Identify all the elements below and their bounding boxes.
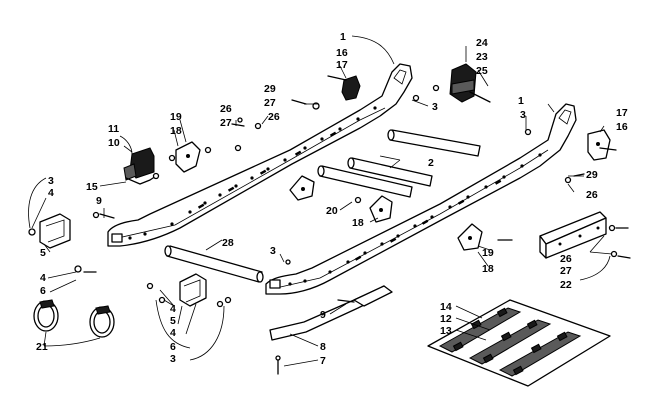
callout-20: 20 xyxy=(326,205,338,217)
hyfax-slider xyxy=(269,285,393,341)
callout-17-upper: 17 xyxy=(336,59,348,71)
callout-18-right: 18 xyxy=(482,263,494,275)
cross-shaft-long-rear xyxy=(387,129,481,157)
callout-18-left: 18 xyxy=(170,125,182,137)
callout-15: 15 xyxy=(86,181,98,193)
callout-9-b: 9 xyxy=(320,309,326,321)
callout-27-a: 27 xyxy=(264,97,276,109)
callout-16-right: 16 xyxy=(616,121,628,133)
callout-13: 13 xyxy=(440,325,452,337)
callout-11: 11 xyxy=(108,123,119,135)
bracket-center xyxy=(289,175,315,201)
right-slide-rail xyxy=(265,103,577,295)
rear-pivot-bracket xyxy=(587,129,617,161)
callout-8: 8 xyxy=(320,341,326,353)
callout-3-center: 3 xyxy=(270,245,276,257)
callout-14: 14 xyxy=(440,301,452,313)
front-pivot-bracket xyxy=(327,75,361,101)
callout-29-upper: 29 xyxy=(264,83,276,95)
hardware xyxy=(28,94,631,375)
hose-clamp-right xyxy=(89,305,115,338)
callout-4-b: 4 xyxy=(40,272,46,284)
callout-1-right: 1 xyxy=(518,95,524,107)
front-cross-shaft xyxy=(164,245,264,283)
bracket-upper-left xyxy=(175,141,201,173)
callout-6-a: 6 xyxy=(40,285,46,297)
callout-27-c: 27 xyxy=(560,265,572,277)
callout-21: 21 xyxy=(36,341,48,353)
bracket-right-center xyxy=(369,195,393,223)
callout-7: 7 xyxy=(320,355,326,367)
callout-24: 24 xyxy=(476,37,488,49)
callout-27-b: 27 xyxy=(220,117,232,129)
callout-labels: 1 1 2 3 3 3 3 3 4 4 4 4 5 5 6 6 7 8 9 9 … xyxy=(36,31,628,367)
callout-3-lower: 3 xyxy=(170,353,176,365)
callout-26-c: 26 xyxy=(586,189,598,201)
callout-17-right: 17 xyxy=(616,107,628,119)
callout-26-d: 26 xyxy=(560,253,572,265)
callout-12: 12 xyxy=(440,313,452,325)
bumper-lower xyxy=(179,273,207,307)
track-section xyxy=(427,299,611,387)
callout-25: 25 xyxy=(476,65,488,77)
callout-16-upper: 16 xyxy=(336,47,348,59)
bracket-lower-right xyxy=(457,223,483,251)
callout-5-b: 5 xyxy=(170,315,176,327)
callout-26-b: 26 xyxy=(268,111,280,123)
callout-23: 23 xyxy=(476,51,488,63)
track-clips xyxy=(452,307,568,376)
callout-22: 22 xyxy=(560,279,572,291)
hose-clamp-left xyxy=(33,299,59,332)
callout-9-a: 9 xyxy=(96,195,102,207)
stopper-block-assembly xyxy=(123,147,160,185)
bumper-left xyxy=(39,213,71,249)
callout-26-a: 26 xyxy=(220,103,232,115)
callout-19-left: 19 xyxy=(170,111,182,123)
callout-19-right: 19 xyxy=(482,247,494,259)
callout-5-a: 5 xyxy=(40,247,46,259)
callout-6-b: 6 xyxy=(170,341,176,353)
cross-shaft-middle xyxy=(347,157,433,187)
callout-10: 10 xyxy=(108,137,120,149)
cross-shaft-front xyxy=(317,165,413,198)
callout-3-right: 3 xyxy=(520,109,526,121)
callout-4-d: 4 xyxy=(170,327,176,339)
left-slide-rail xyxy=(107,63,413,247)
stop-block-upper-right xyxy=(432,63,491,103)
callout-2: 2 xyxy=(428,157,434,169)
callout-4-c: 4 xyxy=(170,303,176,315)
rail-holes-right xyxy=(288,153,542,286)
callout-3-left: 3 xyxy=(48,175,54,187)
slider-strip xyxy=(539,211,607,259)
callout-3-upper: 3 xyxy=(432,101,438,113)
callout-18-center: 18 xyxy=(352,217,364,229)
callout-28: 28 xyxy=(222,237,234,249)
callout-29-right: 29 xyxy=(586,169,598,181)
callout-4-a: 4 xyxy=(48,187,54,199)
rail-holes-left xyxy=(128,106,377,240)
callout-1-upper: 1 xyxy=(340,31,346,43)
leader-lines xyxy=(28,35,613,367)
